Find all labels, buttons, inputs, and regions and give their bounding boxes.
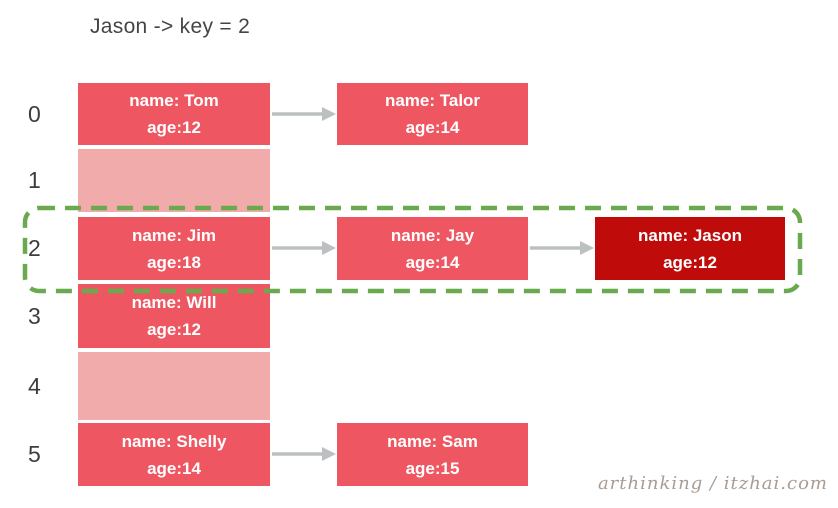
bucket-empty-4 bbox=[78, 352, 270, 420]
arrow-tom-to-talor bbox=[272, 107, 336, 121]
diagram-title: Jason -> key = 2 bbox=[90, 15, 251, 38]
chain-node-sam: name: Sam age:15 bbox=[337, 423, 528, 486]
bucket-node-jim: name: Jim age:18 bbox=[78, 217, 270, 280]
bucket-node-tom: name: Tom age:12 bbox=[78, 83, 270, 145]
node-name-line: name: Tom bbox=[129, 91, 219, 110]
bucket-index-4: 4 bbox=[28, 372, 41, 399]
node-age-line: age:14 bbox=[405, 118, 460, 137]
node-name-line: name: Shelly bbox=[121, 431, 227, 451]
node-age-line: age:12 bbox=[663, 252, 717, 272]
bucket-index-5: 5 bbox=[28, 441, 41, 467]
chain-node-jay: name: Jay age:14 bbox=[337, 217, 528, 280]
bucket-empty-1 bbox=[78, 149, 270, 212]
bucket-node-shelly: name: Shelly age:14 bbox=[78, 423, 270, 486]
bucket-index-0: 0 bbox=[28, 100, 41, 127]
bucket-node-will: name: Will age:12 bbox=[78, 284, 270, 348]
node-age-line: age:12 bbox=[147, 118, 201, 137]
chain-node-jason-highlighted: name: Jason age:12 bbox=[595, 217, 785, 280]
node-age-line: age:12 bbox=[147, 320, 201, 339]
watermark: arthinking / itzhai.com bbox=[597, 473, 828, 494]
bucket-index-2: 2 bbox=[28, 235, 41, 261]
node-age-line: age:14 bbox=[147, 458, 201, 478]
node-name-line: name: Will bbox=[131, 293, 217, 312]
bucket-index-1: 1 bbox=[28, 167, 41, 193]
chain-node-talor: name: Talor age:14 bbox=[337, 83, 528, 145]
arrow-jim-to-jay bbox=[272, 241, 336, 255]
arrow-shelly-to-sam bbox=[272, 447, 336, 461]
node-age-line: age:15 bbox=[405, 458, 460, 478]
node-name-line: name: Sam bbox=[387, 431, 478, 451]
node-age-line: age:18 bbox=[147, 252, 201, 272]
node-name-line: name: Jim bbox=[131, 225, 217, 245]
arrow-jay-to-jason bbox=[530, 241, 594, 255]
node-name-line: name: Talor bbox=[384, 91, 481, 110]
node-name-line: name: Jay bbox=[390, 225, 475, 245]
bucket-index-3: 3 bbox=[28, 302, 41, 329]
node-age-line: age:14 bbox=[405, 252, 460, 272]
node-name-line: name: Jason bbox=[638, 225, 742, 245]
